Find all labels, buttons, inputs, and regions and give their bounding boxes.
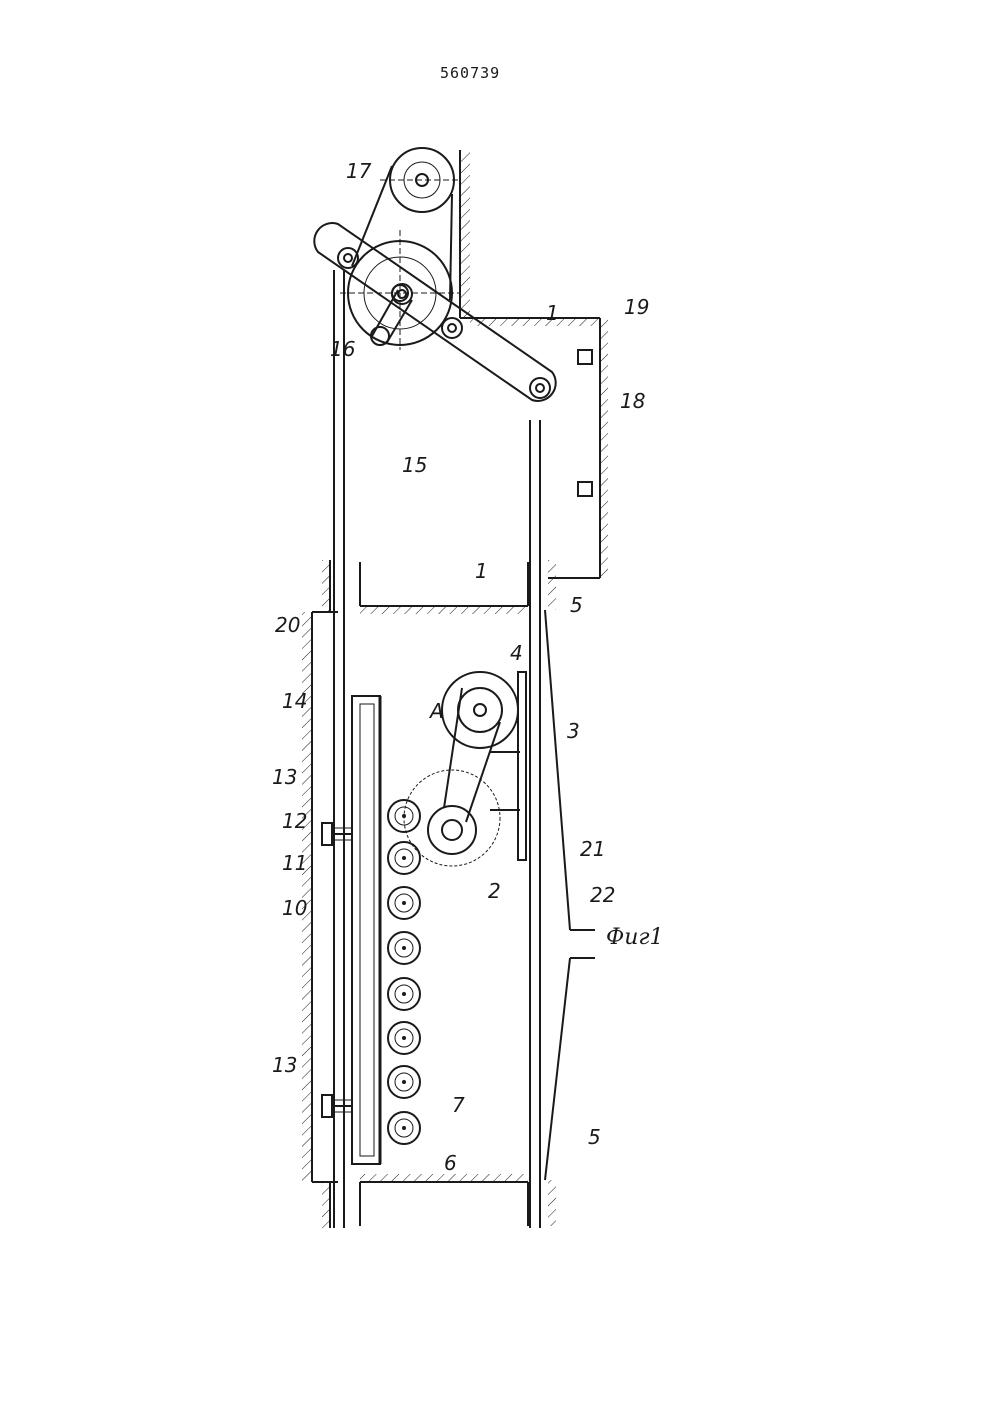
label-11: 11 bbox=[282, 851, 307, 875]
upper-drive bbox=[314, 148, 608, 578]
rollers bbox=[388, 800, 420, 1144]
label-17: 17 bbox=[346, 159, 372, 183]
label-3: 3 bbox=[567, 719, 580, 743]
label-4: 4 bbox=[510, 641, 523, 665]
label-15: 15 bbox=[402, 453, 427, 477]
label-6: 6 bbox=[444, 1151, 457, 1175]
label-12: 12 bbox=[282, 809, 307, 833]
label-10: 10 bbox=[282, 896, 307, 920]
label-1-mid: 1 bbox=[475, 559, 488, 583]
label-20: 20 bbox=[275, 613, 300, 637]
label-18: 18 bbox=[620, 389, 645, 413]
housing-frame bbox=[302, 560, 595, 1228]
label-5-top: 5 bbox=[570, 593, 583, 617]
label-13-bottom: 13 bbox=[272, 1053, 297, 1077]
brush-drive bbox=[404, 672, 526, 866]
label-22: 22 bbox=[590, 883, 615, 907]
studs bbox=[322, 823, 352, 1117]
label-19: 19 bbox=[624, 295, 649, 319]
conveyor-rails bbox=[334, 270, 540, 1228]
label-A: A bbox=[428, 699, 444, 723]
label-16: 16 bbox=[330, 337, 355, 361]
label-1-top: 1 bbox=[546, 301, 559, 325]
figure-caption: Фиг1 bbox=[606, 925, 664, 950]
label-13-top: 13 bbox=[272, 765, 297, 789]
label-5-bottom: 5 bbox=[588, 1125, 601, 1149]
label-14: 14 bbox=[282, 689, 307, 713]
label-7: 7 bbox=[452, 1093, 465, 1117]
label-21: 21 bbox=[580, 837, 605, 861]
plate-assembly bbox=[352, 696, 380, 1164]
label-2: 2 bbox=[488, 879, 501, 903]
